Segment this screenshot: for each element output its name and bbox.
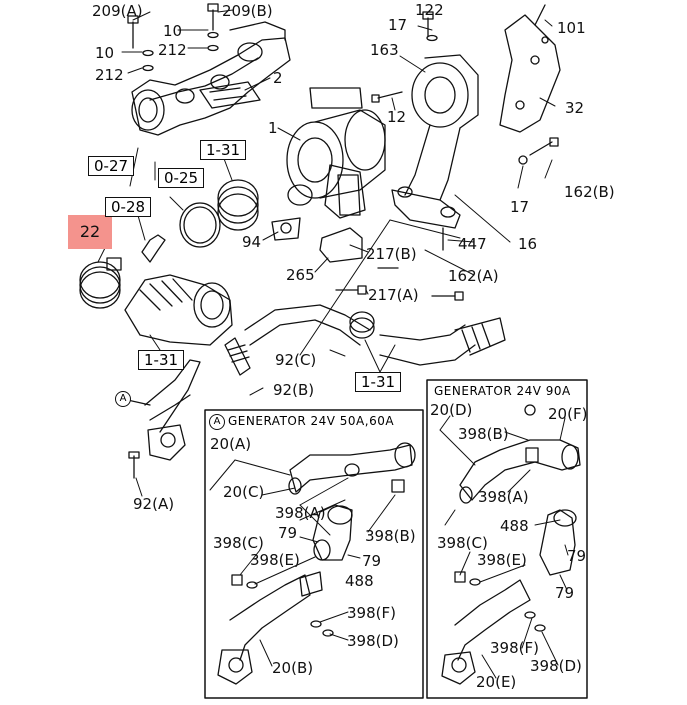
- callout-488-right: 488: [500, 517, 529, 535]
- callout-209a: 209(A): [92, 2, 143, 20]
- callout-398b-left: 398(B): [365, 527, 416, 545]
- callout-20e: 20(E): [476, 673, 517, 691]
- panel-right-frame: [426, 379, 588, 699]
- callout-398d-left: 398(D): [347, 632, 399, 650]
- callout-20f: 20(F): [548, 405, 588, 423]
- callout-398e-left: 398(E): [250, 551, 300, 569]
- clamp-22: [79, 257, 122, 309]
- callout-398d-right: 398(D): [530, 657, 582, 675]
- panel-left-frame: [204, 409, 424, 699]
- ref-box-0-27[interactable]: 0-27: [88, 156, 135, 176]
- leader-lines: [97, 9, 556, 497]
- gasket: [199, 81, 261, 109]
- left-panel-leaders: [209, 459, 396, 667]
- callout-398f-left: 398(F): [347, 604, 396, 622]
- left-panel-parts: [217, 442, 416, 685]
- bracket: [499, 14, 561, 133]
- bolts: [335, 4, 559, 301]
- marker-a-panel: A: [209, 414, 225, 430]
- callout-447: 447: [458, 235, 487, 253]
- callout-32: 32: [565, 99, 585, 117]
- callout-79-left-a: 79: [278, 524, 298, 542]
- ref-box-1-31-top[interactable]: 1-31: [200, 140, 247, 160]
- callout-398e-right: 398(E): [477, 551, 527, 569]
- callout-10-left: 10: [95, 44, 115, 62]
- callout-398c-right: 398(C): [437, 534, 488, 552]
- exhaust-pipe: [391, 54, 479, 229]
- ref-box-1-31-mid[interactable]: 1-31: [138, 350, 185, 370]
- callout-92b: 92(B): [273, 381, 315, 399]
- callout-162a: 162(A): [448, 267, 499, 285]
- v-band-clamp: [217, 179, 259, 231]
- manifold-bolts: [127, 3, 219, 72]
- callout-17-right: 17: [510, 198, 530, 216]
- ref-box-0-28[interactable]: 0-28: [105, 197, 152, 217]
- callout-209b: 209(B): [222, 2, 273, 20]
- turbocharger: [286, 87, 386, 219]
- panel-left-title: GENERATOR 24V 50A,60A: [228, 414, 395, 428]
- callout-101: 101: [557, 19, 586, 37]
- o-ring: [179, 202, 221, 248]
- right-panel-parts: [441, 404, 581, 685]
- callout-79-right-b: 79: [555, 584, 575, 602]
- callout-1: 1: [268, 119, 278, 137]
- callout-488-left: 488: [345, 572, 374, 590]
- callout-10-top: 10: [163, 22, 183, 40]
- small-hose: [141, 234, 166, 263]
- callout-92a: 92(A): [133, 495, 175, 513]
- callout-163: 163: [370, 41, 399, 59]
- callout-20c: 20(C): [223, 483, 265, 501]
- intake-duct: [124, 274, 233, 346]
- gasket-94: [271, 217, 301, 241]
- callout-79-left-b: 79: [362, 552, 382, 570]
- callout-16: 16: [518, 235, 538, 253]
- right-panel-leaders: [439, 415, 569, 679]
- callout-212-top: 212: [158, 41, 187, 59]
- callout-79-right-a: 79: [567, 547, 587, 565]
- callout-2: 2: [273, 69, 283, 87]
- callout-212-left: 212: [95, 66, 124, 84]
- panel-right-title: GENERATOR 24V 90A: [434, 384, 571, 398]
- callout-398b-right: 398(B): [458, 425, 509, 443]
- callout-398c-left: 398(C): [213, 534, 264, 552]
- water-outlet-assembly: [122, 359, 201, 479]
- callout-20a: 20(A): [210, 435, 252, 453]
- air-pipe: [224, 304, 506, 376]
- ref-box-1-31-right[interactable]: 1-31: [355, 372, 402, 392]
- callout-92c: 92(C): [275, 351, 317, 369]
- callout-398a-right: 398(A): [478, 488, 529, 506]
- exhaust-manifold: [131, 21, 291, 136]
- callout-122: 122: [415, 1, 444, 19]
- callout-265: 265: [286, 266, 315, 284]
- callout-12: 12: [387, 108, 407, 126]
- callout-17-top: 17: [388, 16, 408, 34]
- callout-217a: 217(A): [368, 286, 419, 304]
- callout-94: 94: [242, 233, 262, 251]
- ref-box-0-25[interactable]: 0-25: [158, 168, 205, 188]
- marker-a: A: [115, 391, 131, 407]
- callout-22-highlighted[interactable]: 22: [68, 215, 112, 249]
- callout-398f-right: 398(F): [490, 639, 539, 657]
- bracket-265: [319, 227, 363, 263]
- callout-20b: 20(B): [272, 659, 314, 677]
- callout-217b: 217(B): [366, 245, 417, 263]
- callout-162b: 162(B): [564, 183, 615, 201]
- callout-20d: 20(D): [430, 401, 473, 419]
- callout-398a-left: 398(A): [275, 504, 326, 522]
